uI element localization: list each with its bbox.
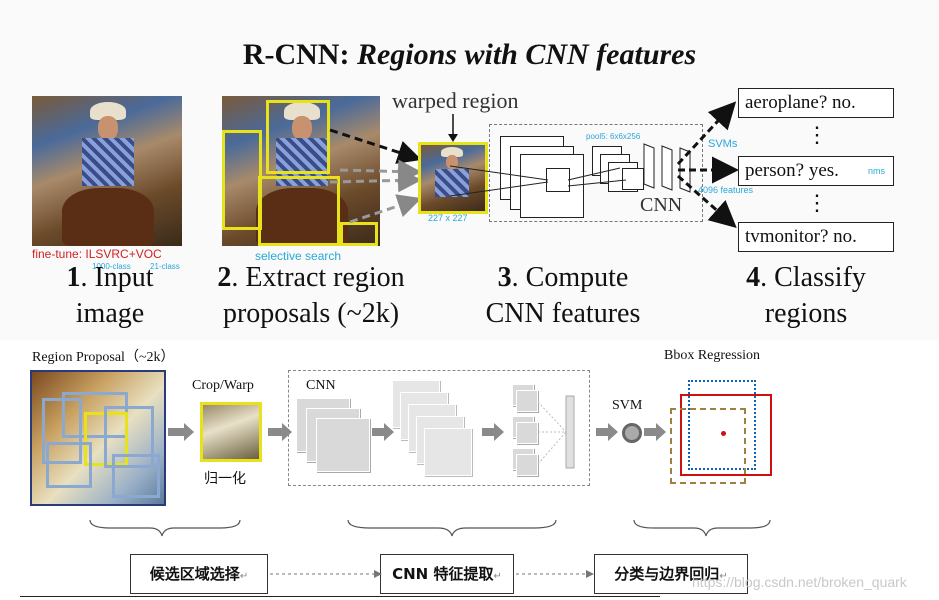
proposal-arrows <box>329 128 422 224</box>
step-1-num: 1 <box>66 262 81 293</box>
cnn-dashed-frame <box>489 124 703 222</box>
stage-label-3: 分类与边界回归 <box>614 565 720 583</box>
step-1-label: 1. Input image <box>20 260 200 332</box>
finetune-label: fine-tune: ILSVRC+VOC <box>32 247 162 261</box>
bbox-outer-red <box>680 394 772 476</box>
proposal-box-small <box>340 222 378 246</box>
region-proposal-label: Region Proposal（~2k） <box>32 350 175 365</box>
class-output-aeroplane: aeroplane? no. <box>738 88 894 118</box>
stage-marker-3: ↵ <box>719 571 728 582</box>
svm-arrows <box>676 101 739 228</box>
step-3-label: 3. Compute CNN features <box>458 260 668 332</box>
step-1-text: . Input <box>80 262 154 293</box>
bottom-flow-arrows <box>168 423 666 441</box>
features-label: 4096 features <box>698 185 754 195</box>
watermark: https://blog.csdn.net/broken_quark <box>692 574 907 590</box>
nms-label: nms <box>868 166 886 176</box>
step-4-text2: regions <box>764 298 848 329</box>
stage-label-1: 候选区域选择 <box>149 565 240 583</box>
bottom-cnn-block-1c <box>316 418 370 472</box>
selective-search-label: selective search <box>255 249 342 263</box>
step-4-num: 4 <box>746 262 761 293</box>
bbox-blue-dotted <box>688 380 756 470</box>
stage-braces <box>89 519 771 537</box>
step-2-text: . Extract region <box>231 262 405 293</box>
proposal-box-person <box>266 100 330 174</box>
crop-warp-label: Crop/Warp <box>192 378 254 393</box>
normalize-label: 归一化 <box>204 471 246 487</box>
crop-warp-image <box>200 402 262 462</box>
bottom-cnn-block-3f <box>516 454 538 476</box>
title-italic: Regions with CNN features <box>356 38 697 71</box>
bbox-regression-label: Bbox Regression <box>664 348 761 363</box>
warped-image <box>418 142 488 214</box>
svm-node <box>622 423 642 443</box>
step-1-text2: image <box>75 298 145 329</box>
bottom-cnn-block-3d <box>516 422 538 444</box>
step-2-text2: proposals (~2k) <box>222 298 400 329</box>
step-3-text: . Compute <box>511 262 629 293</box>
class-output-person: person? yes. <box>738 156 894 186</box>
step-4-label: 4. Classify regions <box>716 260 896 332</box>
stage-box-classification: 分类与边界回归↵ <box>594 554 748 594</box>
warped-size-label: 227 x 227 <box>428 213 468 223</box>
bottom-cnn-label: CNN <box>306 378 336 393</box>
step-3-text2: CNN features <box>485 298 641 329</box>
step-4-text: . Classify <box>760 262 866 293</box>
bbox-center-dot <box>721 431 726 436</box>
cnn-label-top: CNN <box>640 194 683 216</box>
dots-2: ⋮ <box>806 190 828 215</box>
step-3-num: 3 <box>497 262 512 293</box>
stage-label-2: CNN 特征提取 <box>392 565 494 583</box>
bottom-cnn-block-2e <box>424 428 472 476</box>
step-2-label: 2. Extract region proposals (~2k) <box>186 260 436 332</box>
proposal-box-left <box>222 130 262 230</box>
pool5-label: pool5: 6x6x256 <box>586 132 641 141</box>
proposal-box-horse <box>258 176 340 246</box>
input-image <box>32 96 182 246</box>
bottom-rule <box>20 596 660 597</box>
cnn-projection-lines <box>449 165 627 197</box>
svm-label: SVM <box>612 398 643 413</box>
bottom-fc-connections <box>537 395 575 469</box>
title-plain: R-CNN: <box>242 38 357 71</box>
class-1000-label: 1000-class <box>92 262 131 271</box>
class-21-label: 21-class <box>150 262 180 271</box>
bottom-cnn-frame <box>288 370 590 486</box>
bottom-cnn-block-3b <box>516 390 538 412</box>
figure-title: R-CNN: Regions with CNN features <box>0 38 939 72</box>
bbox-brown-dashed <box>670 408 746 484</box>
svms-label: SVMs <box>708 138 738 150</box>
step-2-num: 2 <box>217 262 232 293</box>
stage-marker-1: ↵ <box>239 571 249 582</box>
stage-marker-2: ↵ <box>493 571 502 582</box>
dots-1: ⋮ <box>806 122 828 147</box>
stage-flow-arrows <box>270 570 594 578</box>
warped-pointer-arrow <box>448 114 458 142</box>
stage-box-region-selection: 候选区域选择↵ <box>130 554 268 594</box>
region-proposal-image <box>30 370 166 506</box>
class-output-tvmonitor: tvmonitor? no. <box>738 222 894 252</box>
warped-region-label: warped region <box>392 88 519 113</box>
